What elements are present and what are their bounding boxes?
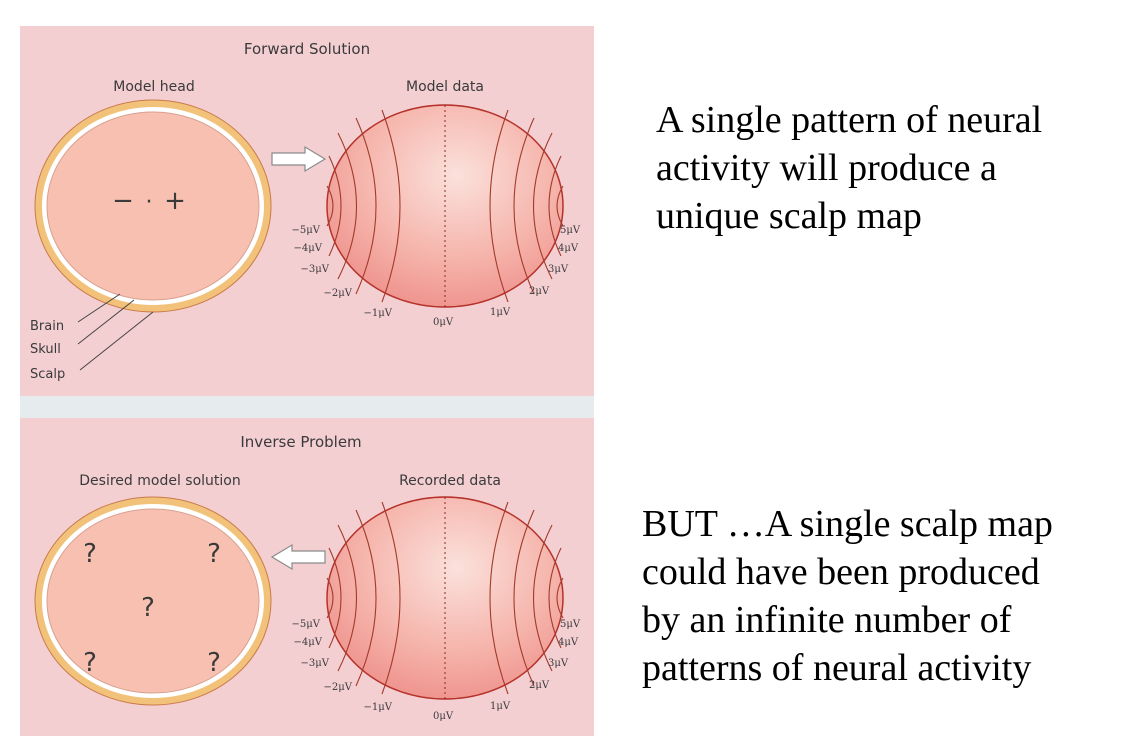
brain-layer bbox=[46, 111, 260, 301]
voltage-label-neg4: −4μV bbox=[294, 637, 323, 648]
voltage-label-neg5: −5μV bbox=[292, 619, 321, 630]
forward-line-1: A single pattern of neural bbox=[656, 99, 1043, 141]
dipole-positive: + bbox=[164, 186, 186, 216]
scalp-map-contours bbox=[326, 501, 564, 695]
voltage-label-pos1: 1μV bbox=[490, 701, 511, 712]
desired-solution-label: Desired model solution bbox=[79, 473, 240, 489]
voltage-label-neg2: −2μV bbox=[324, 682, 353, 693]
brain-layer bbox=[46, 508, 260, 694]
model-data-label: Model data bbox=[406, 79, 484, 95]
inverse-line-1: BUT …A single scalp map bbox=[642, 503, 1053, 545]
unknown-source-4: ? bbox=[83, 648, 97, 678]
model-head: − · + bbox=[34, 99, 272, 313]
panel-separator bbox=[20, 396, 594, 418]
forward-line-3: unique scalp map bbox=[656, 195, 922, 237]
voltage-label-pos5: 5μV bbox=[560, 619, 581, 630]
voltage-label-pos1: 1μV bbox=[490, 307, 511, 318]
voltage-label-neg3: −3μV bbox=[301, 658, 330, 669]
scalp-label: Scalp bbox=[30, 367, 65, 382]
voltage-label-neg1: −1μV bbox=[364, 702, 393, 713]
inverse-problem-panel: Inverse Problem Desired model solution R… bbox=[20, 418, 594, 736]
voltage-label-neg1: −1μV bbox=[364, 308, 393, 319]
voltage-label-zero: 0μV bbox=[433, 317, 454, 328]
model-head-label: Model head bbox=[113, 79, 194, 95]
unknown-source-3: ? bbox=[141, 593, 155, 623]
inverse-title: Inverse Problem bbox=[240, 433, 361, 451]
inverse-diagram: Inverse Problem Desired model solution R… bbox=[34, 433, 581, 722]
recorded-data-map bbox=[326, 496, 564, 700]
desired-model-head: ? ? ? ? ? bbox=[34, 496, 272, 706]
forward-diagram: Forward Solution Model head Model data −… bbox=[30, 40, 581, 382]
voltage-label-pos3: 3μV bbox=[548, 658, 569, 669]
voltage-label-pos4: 4μV bbox=[558, 243, 579, 254]
skull-label: Skull bbox=[30, 342, 61, 357]
forward-arrow-icon bbox=[271, 145, 327, 173]
voltage-label-pos2: 2μV bbox=[529, 680, 550, 691]
voltage-label-neg5: −5μV bbox=[292, 225, 321, 236]
inverse-explanation: BUT …A single scalp map could have been … bbox=[642, 500, 1122, 692]
voltage-label-neg4: −4μV bbox=[294, 243, 323, 254]
unknown-source-2: ? bbox=[207, 539, 221, 569]
recorded-data-label: Recorded data bbox=[399, 473, 501, 489]
forward-explanation: A single pattern of neural activity will… bbox=[656, 96, 1116, 240]
dipole-negative: − bbox=[112, 186, 134, 216]
inverse-line-3: by an infinite number of bbox=[642, 599, 1012, 641]
scalp-map-contours bbox=[326, 109, 564, 303]
voltage-label-neg2: −2μV bbox=[324, 288, 353, 299]
voltage-label-pos5: 5μV bbox=[560, 225, 581, 236]
inverse-arrow-icon bbox=[270, 543, 326, 571]
forward-line-2: activity will produce a bbox=[656, 147, 997, 189]
unknown-source-1: ? bbox=[83, 539, 97, 569]
model-data-map bbox=[326, 104, 564, 308]
layer-leaders bbox=[77, 293, 154, 371]
brain-label: Brain bbox=[30, 319, 64, 334]
forward-title: Forward Solution bbox=[244, 40, 370, 58]
voltage-label-neg3: −3μV bbox=[301, 264, 330, 275]
voltage-label-pos4: 4μV bbox=[558, 637, 579, 648]
inverse-line-4: patterns of neural activity bbox=[642, 647, 1032, 689]
voltage-label-pos2: 2μV bbox=[529, 286, 550, 297]
unknown-source-5: ? bbox=[207, 648, 221, 678]
voltage-label-zero: 0μV bbox=[433, 711, 454, 722]
dipole-center: · bbox=[146, 190, 153, 215]
voltage-label-pos3: 3μV bbox=[548, 264, 569, 275]
forward-solution-panel: Forward Solution Model head Model data −… bbox=[20, 26, 594, 396]
inverse-line-2: could have been produced bbox=[642, 551, 1040, 593]
